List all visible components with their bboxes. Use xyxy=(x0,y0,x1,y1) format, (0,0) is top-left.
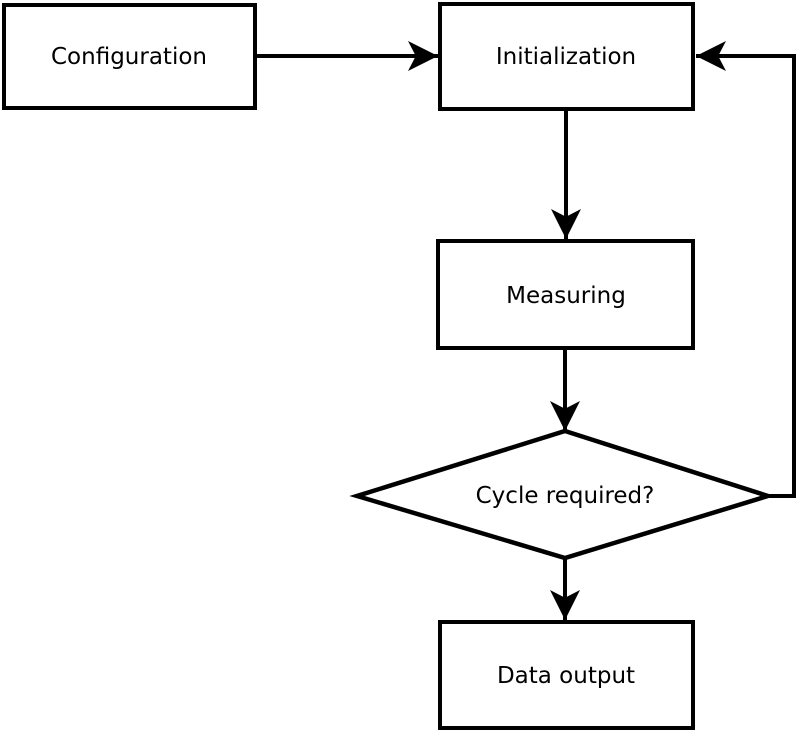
measuring-box xyxy=(436,239,695,350)
node-data-output: Data output xyxy=(438,620,695,730)
cycle-required-diamond xyxy=(349,428,776,561)
node-measuring: Measuring xyxy=(436,239,695,350)
edge-cycle-required-to-initialization-loop xyxy=(696,41,796,498)
configuration-box xyxy=(2,3,257,110)
measuring-label: Measuring xyxy=(506,283,626,309)
cycle-required-label: Cycle required? xyxy=(476,483,655,509)
node-cycle-required: Cycle required? xyxy=(349,428,776,561)
data-output-box xyxy=(438,620,695,730)
node-initialization: Initialization xyxy=(438,2,695,111)
data-output-label: Data output xyxy=(497,663,635,689)
initialization-box xyxy=(438,2,695,111)
initialization-label: Initialization xyxy=(496,44,636,70)
configuration-label: Configuration xyxy=(51,44,207,70)
node-configuration: Configuration xyxy=(2,3,257,110)
